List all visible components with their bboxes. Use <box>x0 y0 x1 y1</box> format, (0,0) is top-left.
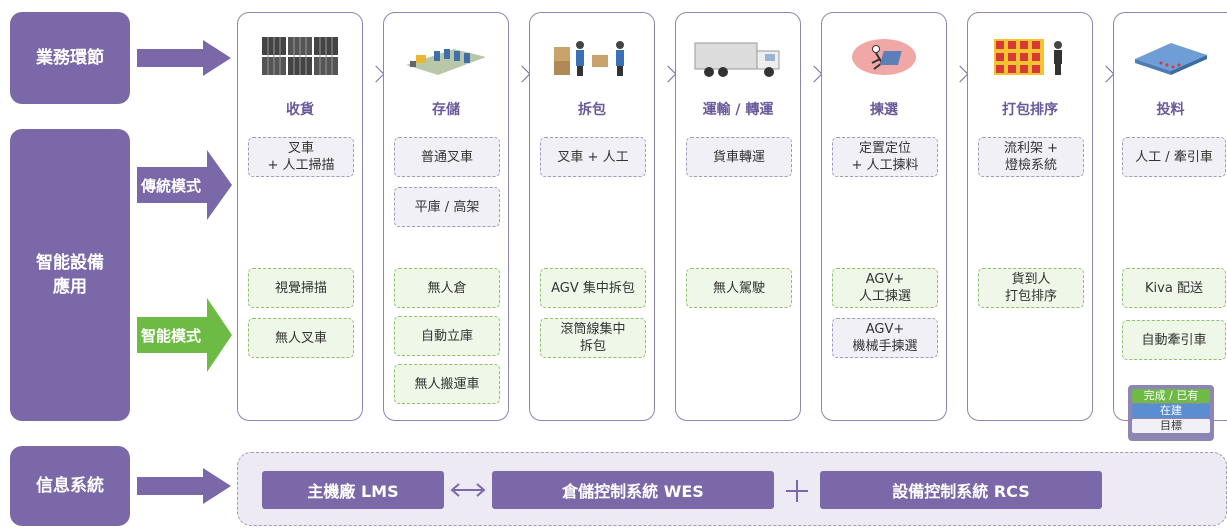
column-title: 收貨 <box>286 102 314 118</box>
business-stage-label: 業務環節 <box>10 12 130 104</box>
chevron-right-icon <box>513 65 531 83</box>
column-title: 存儲 <box>432 102 460 118</box>
chevron-right-icon <box>367 65 385 83</box>
plus-icon <box>786 480 808 502</box>
lms-box: 主機廠 LMS <box>262 471 444 509</box>
rcs-box: 設備控制系統 RCS <box>820 471 1102 509</box>
chevron-right-icon <box>1097 65 1115 83</box>
smart-feeding-box-1: Kiva 配送 <box>1122 268 1226 308</box>
wes-text: 倉儲控制系統 WES <box>562 482 704 501</box>
smart-storage-box-3: 無人搬運車 <box>394 364 500 404</box>
trad-packing-box: 流利架 + 燈檢系統 <box>978 137 1084 177</box>
smart-receiving-box-1: 視覺掃描 <box>248 268 354 308</box>
chevron-right-icon <box>951 65 969 83</box>
column-title: 拆包 <box>578 102 606 118</box>
smart-mode-text: 智能模式 <box>141 326 202 345</box>
smart-mode-arrow: 智能模式 <box>137 298 232 372</box>
column-transport: 運輸 / 轉運 <box>675 12 801 421</box>
smart-unpacking-box-1: AGV 集中拆包 <box>540 268 646 308</box>
column-title: 投料 <box>1156 102 1185 118</box>
column-unpacking: 拆包 <box>529 12 655 421</box>
smart-transport-box: 無人駕駛 <box>686 268 792 308</box>
column-title: 打包排序 <box>1002 102 1058 118</box>
smart-picking-box-2: AGV+ 機械手揀選 <box>832 318 938 358</box>
info-system-text: 信息系統 <box>36 476 104 496</box>
smart-equipment-label: 智能設備 應用 <box>10 129 130 421</box>
warehouse-icon <box>406 49 486 75</box>
chevron-right-icon <box>805 65 823 83</box>
smart-unpacking-box-2: 滾筒線集中 拆包 <box>540 318 646 358</box>
rack-worker-icon <box>994 39 1062 75</box>
smart-receiving-box-2: 無人叉車 <box>248 318 354 358</box>
pallet-boxes-icon <box>262 37 338 75</box>
double-arrow-icon <box>450 483 486 497</box>
trad-feeding-box: 人工 / 牽引車 <box>1122 137 1226 177</box>
smart-feeding-box-2: 自動牽引車 <box>1122 320 1226 360</box>
column-picking: 揀選 <box>821 12 947 421</box>
traditional-mode-text: 傳統模式 <box>141 176 202 195</box>
column-title: 揀選 <box>870 102 898 118</box>
info-arrow <box>137 468 232 504</box>
info-system-label: 信息系統 <box>10 446 130 526</box>
chevron-right-icon <box>659 65 677 83</box>
trad-storage-box-2: 平庫 / 高架 <box>394 187 500 227</box>
truck-icon <box>694 42 780 77</box>
legend: 完成 / 已有 在建 目標 <box>1128 385 1214 441</box>
smart-storage-box-2: 自動立庫 <box>394 316 500 356</box>
conveyor-machine-icon <box>1134 43 1207 75</box>
lms-text: 主機廠 LMS <box>307 482 399 501</box>
business-stage-text: 業務環節 <box>36 48 104 68</box>
trad-storage-box-1: 普通叉車 <box>394 137 500 177</box>
smart-storage-box-1: 無人倉 <box>394 268 500 308</box>
smart-packing-box: 貨到人 打包排序 <box>978 268 1084 308</box>
legend-building: 在建 <box>1132 404 1210 418</box>
column-receiving: 收貨 <box>237 12 363 421</box>
unpacking-workers-icon <box>554 41 624 76</box>
smart-equipment-text: 智能設備 應用 <box>36 253 104 297</box>
wes-box: 倉儲控制系統 WES <box>492 471 774 509</box>
legend-target: 目標 <box>1132 419 1210 433</box>
trad-receiving-box: 叉車 + 人工掃描 <box>248 137 354 177</box>
trad-transport-box: 貨車轉運 <box>686 137 792 177</box>
trad-unpacking-box: 叉車 + 人工 <box>540 137 646 177</box>
rcs-text: 設備控制系統 RCS <box>892 482 1030 501</box>
column-title: 運輸 / 轉運 <box>702 102 774 118</box>
business-arrow <box>137 40 232 76</box>
column-packing: 打包排序 <box>967 12 1093 421</box>
smart-picking-box-1: AGV+ 人工揀選 <box>832 268 938 308</box>
legend-done: 完成 / 已有 <box>1132 389 1210 403</box>
trad-picking-box: 定置定位 + 人工揀料 <box>832 137 938 177</box>
traditional-mode-arrow: 傳統模式 <box>137 150 232 220</box>
picking-person-icon <box>852 39 916 75</box>
